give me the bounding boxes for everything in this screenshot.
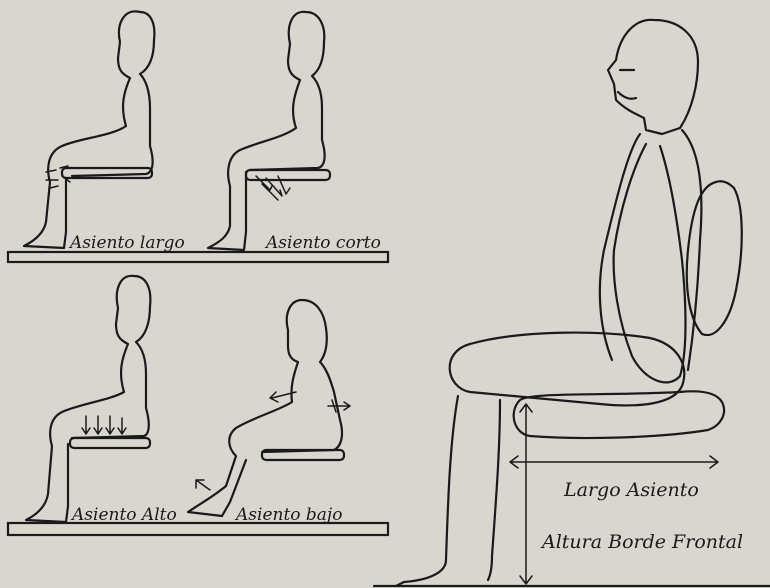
panel-asiento-corto: Asiento corto (208, 12, 381, 253)
head-outline (608, 20, 698, 134)
figure-outline-3 (26, 276, 150, 522)
label-asiento-alto: Asiento Alto (70, 505, 177, 525)
label-altura-borde-frontal: Altura Borde Frontal (540, 531, 743, 553)
panel-seat-dimensions: Largo Asiento Altura Borde Frontal (374, 20, 770, 586)
lower-leg-outline (396, 396, 500, 586)
label-largo-asiento: Largo Asiento (563, 479, 699, 501)
figure-outline-1 (24, 11, 154, 248)
figure-outline-4 (188, 300, 342, 516)
label-asiento-largo: Asiento largo (68, 233, 185, 253)
posture-arrows (196, 392, 350, 490)
downward-pressure-arrows (82, 416, 126, 434)
floor-board-top (8, 252, 388, 262)
label-asiento-corto: Asiento corto (264, 233, 381, 253)
seat-length-dimension (510, 456, 718, 468)
face-detail (618, 70, 636, 99)
arm-outline (614, 144, 686, 382)
figure-outline-2 (208, 12, 325, 250)
seat-high (70, 438, 150, 448)
panel-asiento-largo: Asiento largo (8, 11, 388, 262)
panel-asiento-bajo: Asiento bajo (188, 300, 350, 525)
label-asiento-bajo: Asiento bajo (234, 505, 342, 525)
